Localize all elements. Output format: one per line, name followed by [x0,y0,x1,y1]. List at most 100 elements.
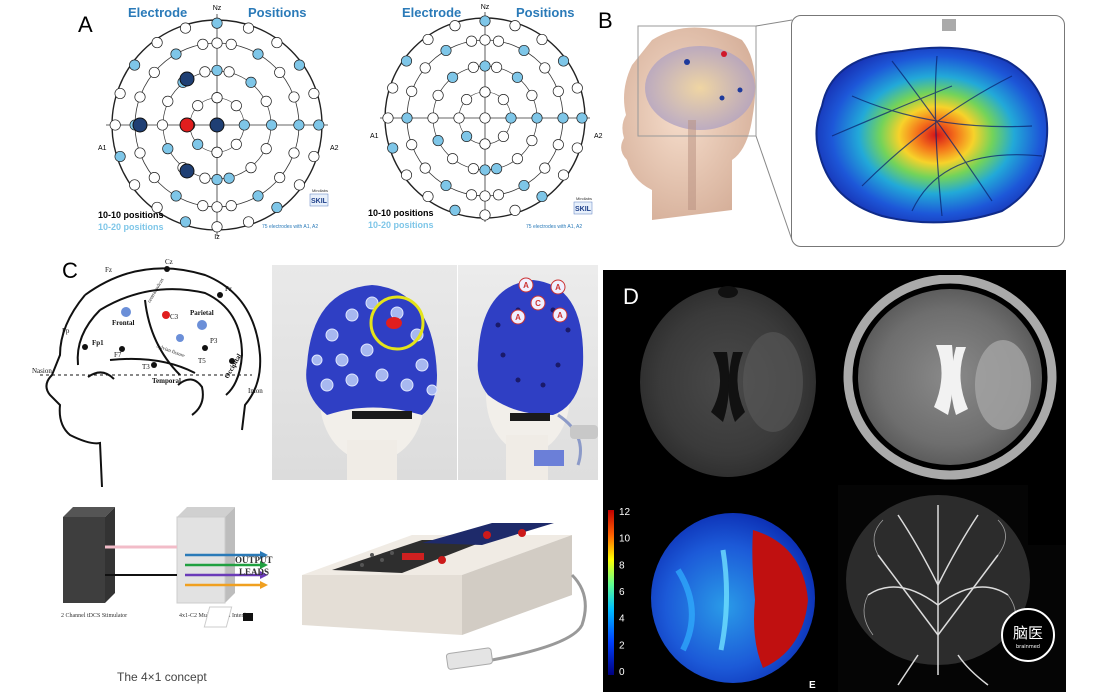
connector-lines [755,19,793,241]
electrode-site [461,94,473,106]
electrode-site [242,22,255,34]
svg-text:A: A [515,313,521,322]
electrode-site [225,200,237,212]
head-3d-model [621,25,757,220]
electrode-site [197,38,209,50]
electrode-site [382,112,394,124]
label-nz: Nz [213,5,222,12]
electrode-site [274,66,286,78]
electrode-site [225,38,237,50]
panel-label-c: C [62,258,78,283]
watermark-logo: 脑医 brainmed [1001,608,1055,662]
electrode-site [511,71,523,83]
electrode-site [260,143,272,155]
brain-efield-box [791,15,1065,247]
mri-panel-d: D [603,270,1066,692]
electrode-site [170,48,182,60]
marker-blue [176,334,184,342]
label-sylvian: Sylvian fissure [155,344,186,359]
svg-text:C: C [535,299,541,308]
electrode-site [536,33,548,46]
cap-electrodes-labelled: A A C A A [510,277,568,325]
electrode-site [129,179,141,191]
electrode-site [288,147,300,159]
label-iz: Iz [214,234,220,240]
electrode-site [576,112,588,124]
electrode-site [518,179,530,192]
eeg-electrode-map-left: Electrode Positions Nz Iz A1 A2 10-10 po… [98,5,339,240]
electrode-site [245,162,257,174]
stimulator-device-photo [302,523,587,670]
electrode-site [491,61,503,73]
marker-c3 [162,311,170,319]
electrode-site [266,119,278,131]
skil-logo: Mindlabs SKIL [309,188,329,207]
electrode-site [401,112,413,124]
electrode-red-anode [179,117,195,133]
label-cz: Cz [165,258,173,266]
electrode-site [199,172,211,184]
electrode-site [192,100,204,112]
electrode-site [387,142,399,154]
electrode-site [440,44,452,57]
electrode-site [230,138,242,150]
electrode-site [465,189,478,201]
cap-photo-side: A A C A A [458,265,598,480]
svg-text:SKIL: SKIL [575,206,592,213]
electrode-site-midline [211,37,223,49]
brain-efield-map [815,19,1049,224]
concept-caption: The 4×1 concept [117,670,207,684]
corner-label: E [809,680,816,691]
label-fp1: Fp1 [92,339,104,347]
label-stimulator: 2 Channel tDCS Stimulator [61,613,127,619]
panel-label-a: A [78,12,93,37]
electrode-dark [209,117,225,133]
electrode-site [453,112,465,124]
electrode-grid [109,17,325,233]
electrode-site [211,221,223,233]
electrode-site-midline [211,64,223,76]
svg-text:A: A [523,281,529,290]
electrode-site [427,112,439,124]
colorbar-tick-label: 0 [619,667,625,678]
electrode-site [199,66,211,78]
electrode-site-midline [211,201,223,213]
electrode-site [447,71,459,83]
electrode-site-midline [479,138,491,150]
electrode-site [387,82,399,94]
electrode-site [109,119,121,131]
electrode-site [148,66,160,78]
electrode-site [223,172,235,184]
legend-1020: 10-20 positions [368,220,434,230]
electrode-site [238,119,250,131]
electrode-site [192,138,204,150]
colorbar-tick-label: 2 [619,640,625,651]
footnote: 75 electrodes with A1, A2 [262,224,318,230]
colorbar-tick-label: 10 [619,534,631,545]
label-a1: A1 [370,133,379,140]
electrode-site [313,119,325,131]
legend-1010: 10-10 positions [98,210,164,220]
electrode-site [492,189,505,201]
electrode-site [252,48,264,60]
electrode-site-midline [479,34,491,46]
footnote: 75 electrodes with A1, A2 [526,224,582,230]
electrode-site [526,89,538,101]
electrode-site [242,216,255,228]
electrode-site [419,162,431,174]
label-pz: Pz [225,285,232,293]
electrode-site [467,61,479,73]
electrode-site [467,163,479,175]
electrode-site [293,119,305,131]
electrode-site [447,153,459,165]
electrode-site [134,91,146,103]
electrode-site [114,87,126,100]
electrode-site [406,139,418,151]
electrode-site [531,112,543,124]
electrode-site [148,172,160,184]
colorbar-tick-label: 12 [619,507,631,518]
electrode-site [308,87,320,100]
label-temporal: Temporal [152,377,181,385]
